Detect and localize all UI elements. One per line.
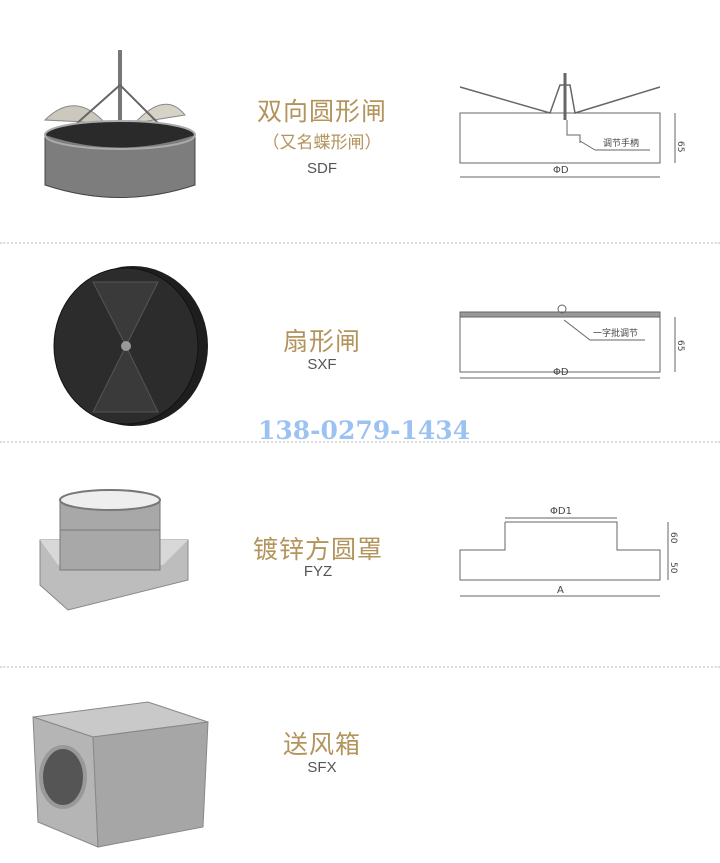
product-name: 镀锌方圆罩 bbox=[252, 535, 383, 564]
sfx-box-photo bbox=[28, 692, 213, 856]
product-code: SFX bbox=[307, 759, 337, 776]
divider bbox=[0, 242, 720, 244]
lower-height-label: 50 bbox=[668, 562, 678, 574]
product-name: 送风箱 bbox=[282, 730, 361, 759]
divider bbox=[0, 441, 720, 443]
sxf-diagram: 一字批调节 65 ΦD bbox=[459, 304, 685, 379]
diameter-label: ΦD bbox=[553, 367, 569, 378]
callout-label: 一字批调节 bbox=[593, 327, 638, 339]
diameter-label: ΦD bbox=[553, 165, 569, 176]
product-code: SXF bbox=[307, 356, 337, 373]
divider bbox=[0, 666, 720, 668]
sdf-damper-photo bbox=[35, 45, 210, 209]
height-label: 65 bbox=[675, 340, 685, 351]
sxf-damper-photo bbox=[38, 262, 213, 431]
product-code: SDF bbox=[307, 160, 337, 177]
upper-height-label: 60 bbox=[668, 532, 678, 544]
phone-number: 138-0279-1434 bbox=[258, 416, 471, 445]
product-name: 扇形闸 bbox=[282, 327, 361, 356]
product-name: 双向圆形闸 bbox=[256, 97, 387, 126]
height-label: 65 bbox=[675, 141, 685, 152]
sdf-diagram: 调节手柄 65 ΦD bbox=[459, 73, 685, 178]
top-diameter-label: ΦD1 bbox=[550, 506, 572, 517]
fyz-hood-photo bbox=[38, 485, 198, 619]
width-label: A bbox=[557, 585, 564, 596]
callout-label: 调节手柄 bbox=[603, 137, 639, 149]
fyz-diagram: ΦD1 60 50 A bbox=[459, 506, 678, 597]
product-alias: （又名蝶形闸） bbox=[262, 133, 382, 153]
product-code: FYZ bbox=[303, 563, 333, 580]
